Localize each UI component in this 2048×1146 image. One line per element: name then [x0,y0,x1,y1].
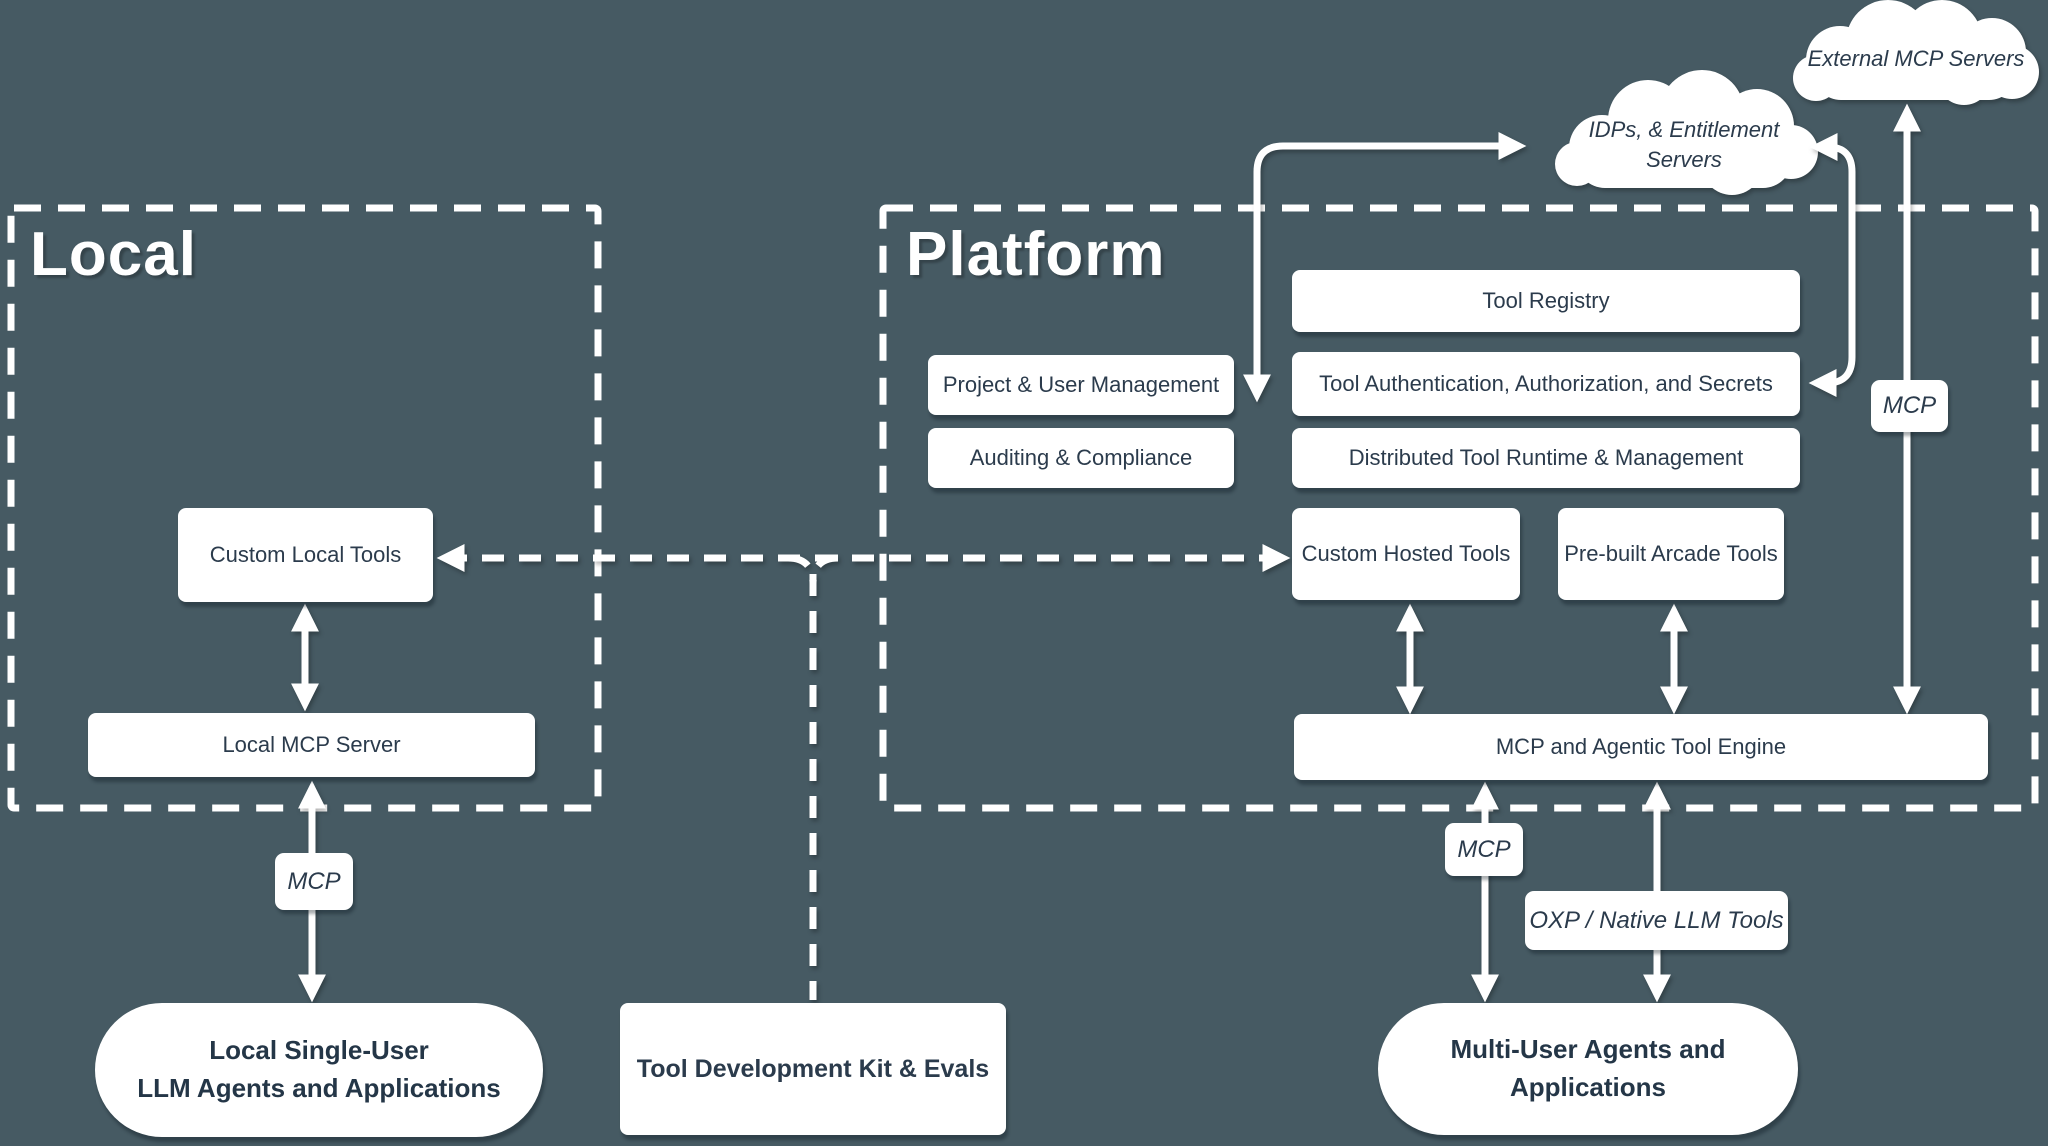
dashed-branch-curve-left [787,554,817,585]
prebuilt-arcade-tools-box: Pre-built Arcade Tools [1558,508,1784,600]
local-mcp-server-box: Local MCP Server [88,713,535,777]
mcp-tag-right: MCP [1871,380,1948,432]
multi-user-agents-line1: Multi-User Agents and [1450,1034,1726,1065]
tool-auth-box: Tool Authentication, Authorization, and … [1292,352,1800,416]
dashed-connectors [436,544,1291,1000]
distributed-runtime-box: Distributed Tool Runtime & Management [1292,428,1800,488]
idps-cloud-label-line2: Servers [1646,146,1722,172]
idps-cloud-label-line1: IDPs, & Entitlement [1588,117,1780,142]
mcp-agentic-engine-box: MCP and Agentic Tool Engine [1294,714,1988,780]
local-agents-line1: Local Single-User [209,1035,429,1066]
external-mcp-cloud-label: External MCP Servers [1807,46,2025,71]
mcp-tag-bottom: MCP [1445,823,1523,876]
multi-user-agents-pill: Multi-User Agents and Applications [1378,1003,1798,1135]
tool-dev-kit-box: Tool Development Kit & Evals [620,1003,1006,1135]
local-agents-pill: Local Single-User LLM Agents and Applica… [95,1003,543,1137]
arrow-toolauth-idps [1808,133,1856,397]
oxp-native-llm-tag: OXP / Native LLM Tools [1525,891,1788,950]
local-agents-line2: LLM Agents and Applications [137,1073,501,1103]
multi-user-agents-line2: Applications [1509,1072,1666,1102]
mcp-tag-local: MCP [275,853,353,910]
tool-registry-box: Tool Registry [1292,270,1800,332]
platform-group-title: Platform [906,220,1166,289]
project-user-management-box: Project & User Management [928,355,1234,415]
dashed-branch-curve-right [809,554,839,585]
local-group-title: Local [30,220,197,289]
custom-hosted-tools-box: Custom Hosted Tools [1292,508,1520,600]
auditing-compliance-box: Auditing & Compliance [928,428,1234,488]
custom-local-tools-box: Custom Local Tools [178,508,433,602]
idps-cloud-label: IDPs, & Entitlement Servers [1558,115,1810,174]
